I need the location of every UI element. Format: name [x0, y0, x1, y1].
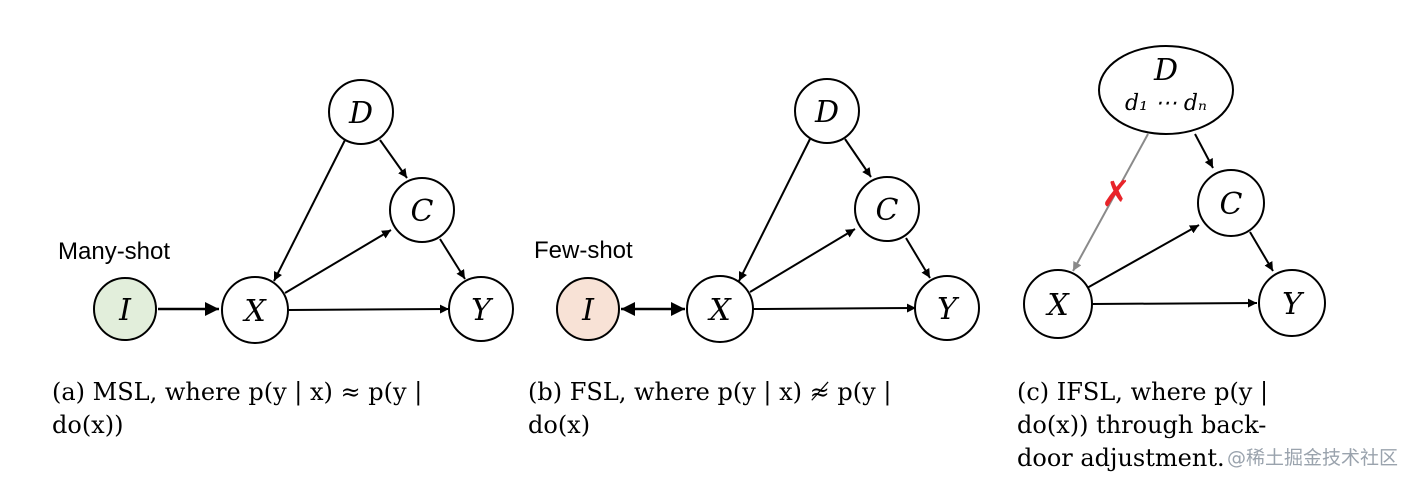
node-d-label: D — [1153, 53, 1178, 88]
caption-b-line1: (b) FSL, where p(y | x) ≉ p(y | — [528, 378, 892, 406]
node-i-label: I — [118, 293, 132, 328]
node-x-label: X — [707, 293, 732, 328]
panel-b-graph: Few-shot I X D C Y — [534, 78, 980, 343]
node-d-label: D — [814, 95, 839, 130]
node-x — [1023, 269, 1093, 339]
edge-x-y — [288, 304, 450, 314]
caption-c-line1: (c) IFSL, where p(y | — [1017, 378, 1269, 406]
node-y — [1258, 269, 1326, 337]
node-c-label: C — [1220, 187, 1243, 222]
edge-d-x — [738, 138, 811, 282]
panel-c-graph: D d₁ ⋯ dₙ X C Y ✗ — [1023, 45, 1326, 339]
edge-c-y — [1249, 231, 1274, 272]
node-d — [328, 79, 394, 145]
edge-x-c — [284, 229, 392, 294]
node-d-sublabel: d₁ ⋯ dₙ — [1125, 91, 1207, 116]
node-d — [794, 78, 860, 144]
edge-d-x-blocked — [1072, 133, 1149, 272]
node-y-label: Y — [471, 293, 494, 328]
panel-a-graph: Many-shot I X D C Y — [58, 79, 514, 344]
node-c-label: C — [411, 194, 434, 229]
node-x-label: X — [242, 294, 267, 329]
node-c — [1197, 169, 1265, 237]
edge-c-y — [439, 238, 466, 280]
node-d-label: D — [348, 96, 373, 131]
node-x-label: X — [1045, 288, 1070, 323]
caption-c: (c) IFSL, where p(y | do(x)) through bac… — [1017, 376, 1347, 475]
watermark: @稀土掘金技术社区 — [1226, 447, 1398, 469]
caption-a: (a) MSL, where p(y | x) ≈ p(y | do(x)) — [52, 376, 532, 442]
caption-a-line1: (a) MSL, where p(y | x) ≈ p(y | — [52, 378, 423, 406]
caption-b: (b) FSL, where p(y | x) ≉ p(y | do(x) — [528, 376, 1008, 442]
caption-a-line2: do(x)) — [52, 411, 124, 439]
caption-c-line2: do(x)) through back- — [1017, 411, 1267, 439]
node-d-ellipse — [1098, 45, 1234, 135]
caption-b-line2: do(x) — [528, 411, 591, 439]
few-shot-label: Few-shot — [534, 237, 633, 264]
edge-d-c — [844, 138, 872, 178]
edge-c-y — [905, 237, 931, 279]
node-i — [93, 277, 157, 341]
edge-x-c — [749, 228, 856, 293]
node-i-label: I — [581, 293, 595, 328]
cut-mark-icon: ✗ — [1101, 174, 1131, 215]
edge-d-c — [379, 139, 408, 179]
caption-c-line3: door adjustment. — [1017, 444, 1225, 472]
node-x — [686, 275, 754, 343]
node-y-label: Y — [1282, 287, 1305, 322]
node-y — [914, 275, 980, 341]
node-c — [854, 176, 920, 242]
edge-x-c — [1086, 224, 1200, 289]
node-c-label: C — [876, 193, 899, 228]
node-i — [556, 277, 620, 341]
node-y — [448, 276, 514, 342]
edge-x-y — [1091, 298, 1258, 308]
edge-d-x — [273, 139, 346, 282]
node-x — [221, 276, 289, 344]
edge-d-c — [1194, 133, 1214, 169]
node-y-label: Y — [937, 292, 960, 327]
edge-x-y — [752, 303, 917, 313]
node-c — [389, 177, 455, 243]
many-shot-label: Many-shot — [58, 238, 170, 265]
